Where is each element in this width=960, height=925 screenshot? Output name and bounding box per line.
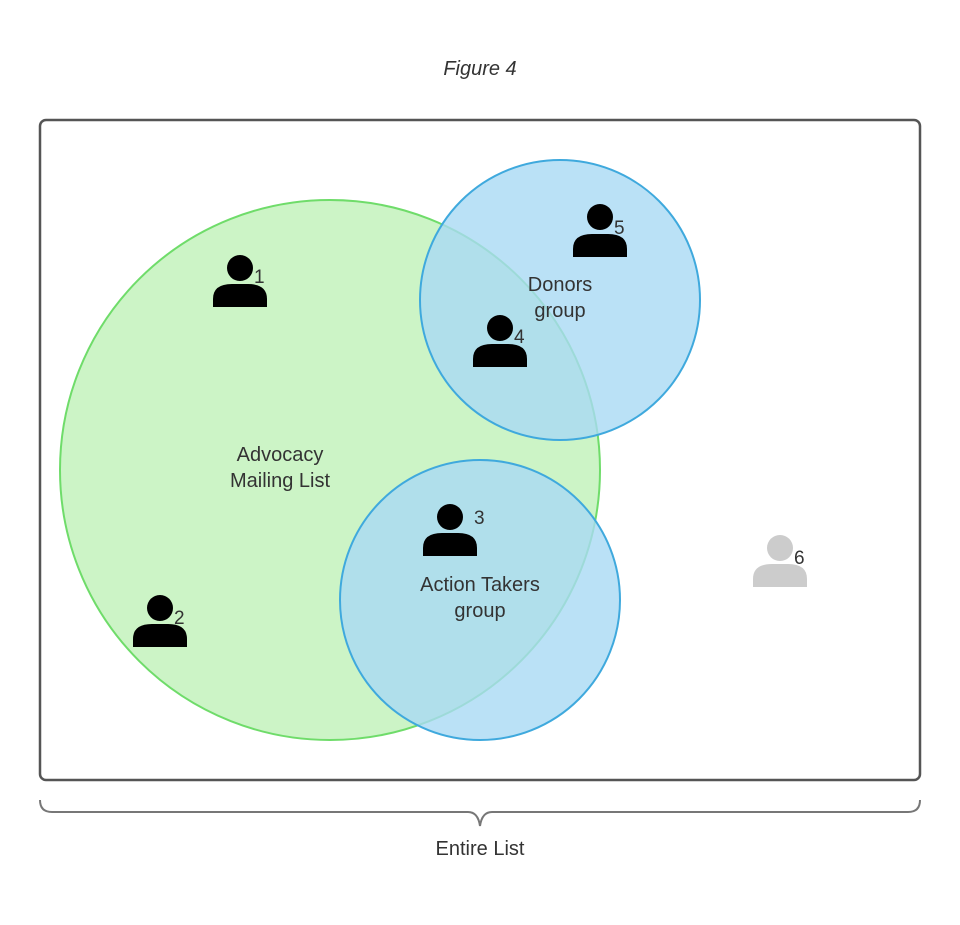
- person-number: 4: [514, 327, 525, 348]
- person-1: 1: [213, 255, 267, 307]
- person-icon: [573, 204, 627, 257]
- person-icon: [133, 595, 187, 647]
- person-number: 3: [474, 508, 485, 529]
- action-takers-group-circle: [339, 459, 621, 741]
- person-2: 2: [133, 595, 187, 647]
- person-number: 6: [794, 548, 805, 569]
- person-4: 4: [473, 315, 527, 367]
- person-number: 2: [174, 608, 185, 629]
- donors-label-line2: group: [534, 300, 585, 322]
- person-3: 3: [423, 504, 485, 556]
- advocacy-label-line1: Advocacy: [237, 444, 324, 466]
- entire-list-frame: [38, 118, 922, 782]
- person-icon: [473, 315, 527, 367]
- action-takers-label-line1: Action Takers: [420, 574, 540, 596]
- action-takers-label-line2: group: [454, 600, 505, 622]
- person-icon: [423, 504, 477, 556]
- donors-label-line1: Donors: [528, 274, 592, 296]
- advocacy-label-line2: Mailing List: [230, 470, 330, 492]
- entire-list-bracket: [39, 799, 921, 827]
- person-icon: [753, 535, 807, 587]
- person-5: 5: [573, 204, 627, 257]
- person-icon: [213, 255, 267, 307]
- donors-group-circle: [419, 159, 701, 441]
- person-number: 5: [614, 218, 625, 239]
- person-6: 6: [753, 535, 807, 587]
- person-number: 1: [254, 267, 265, 288]
- entire-list-label: Entire List: [436, 838, 525, 860]
- figure-title: Figure 4: [443, 58, 516, 80]
